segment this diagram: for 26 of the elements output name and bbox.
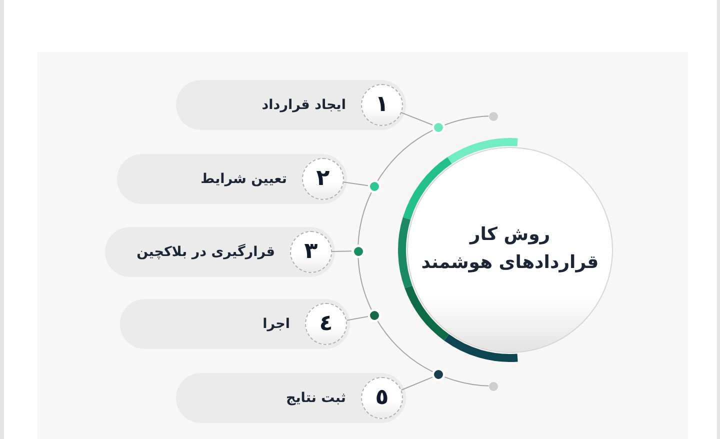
connector-line bbox=[332, 250, 352, 252]
step-label: ایجاد قرارداد bbox=[262, 96, 346, 115]
step-number-circle: ١ bbox=[361, 84, 403, 126]
step-number-circle: ٣ bbox=[290, 231, 332, 273]
connector-line bbox=[400, 376, 434, 390]
step-pill bbox=[120, 299, 350, 349]
step-number-circle: ٢ bbox=[302, 158, 344, 200]
arc-line bbox=[444, 376, 489, 386]
step-label: قرارگیری در بلاکچین bbox=[136, 242, 275, 262]
connector-line bbox=[346, 316, 368, 321]
connector-line bbox=[343, 182, 368, 186]
step-label: ثبت نتایج bbox=[286, 389, 346, 408]
step-pill bbox=[117, 154, 347, 204]
step-pill bbox=[176, 373, 406, 423]
arc-line bbox=[358, 257, 372, 310]
step-number-circle: ٤ bbox=[305, 303, 347, 345]
arc-line bbox=[377, 130, 434, 182]
arc-line bbox=[358, 192, 372, 245]
arc-line bbox=[377, 320, 434, 372]
arc-line bbox=[444, 116, 489, 126]
connector-line bbox=[401, 112, 434, 126]
step-label: اجرا bbox=[262, 315, 290, 334]
step-pill bbox=[105, 227, 335, 277]
step-pill bbox=[176, 80, 406, 130]
step-number-circle: ٥ bbox=[361, 377, 403, 419]
step-label: تعیین شرایط bbox=[200, 170, 287, 189]
